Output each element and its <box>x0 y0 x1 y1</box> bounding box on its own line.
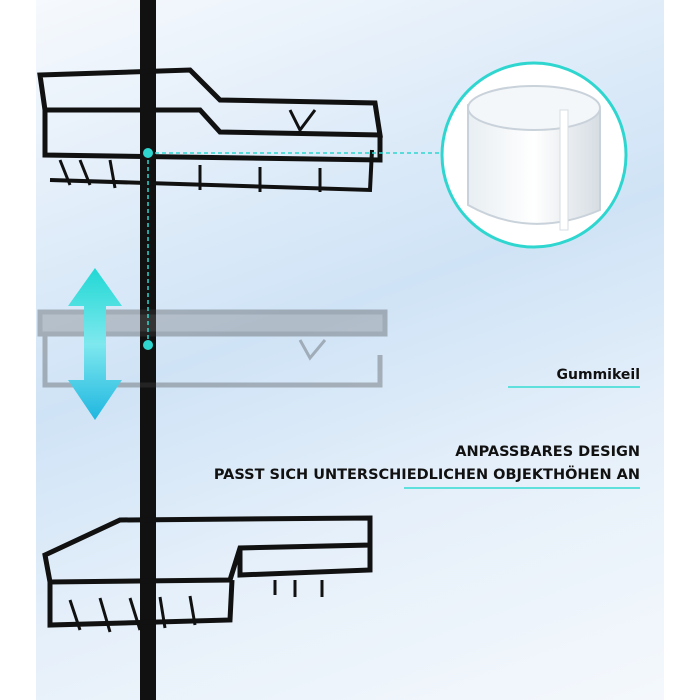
top-shelf <box>37 67 383 193</box>
adjustable-design-title: ANPASSBARES DESIGN <box>455 444 640 460</box>
adjustable-design-underline <box>404 487 640 489</box>
adjustable-design-subtitle: PASST SICH UNTERSCHIEDLICHEN OBJEKTHÖHEN… <box>213 467 640 483</box>
guide-dot-middle <box>143 340 153 350</box>
rubber-wedge-underline <box>508 386 640 388</box>
rubber-wedge-label: Gummikeil <box>556 367 640 383</box>
middle-shelf-ghost <box>37 309 388 388</box>
rubber-wedge-detail <box>440 61 628 249</box>
up-down-arrow-icon <box>68 268 122 420</box>
adjustable-design-label: ANPASSBARES DESIGN PASST SICH UNTERSCHIE… <box>214 441 640 487</box>
bottom-shelf <box>42 515 373 633</box>
guide-lines <box>147 152 440 345</box>
guide-dot-top <box>143 148 153 158</box>
